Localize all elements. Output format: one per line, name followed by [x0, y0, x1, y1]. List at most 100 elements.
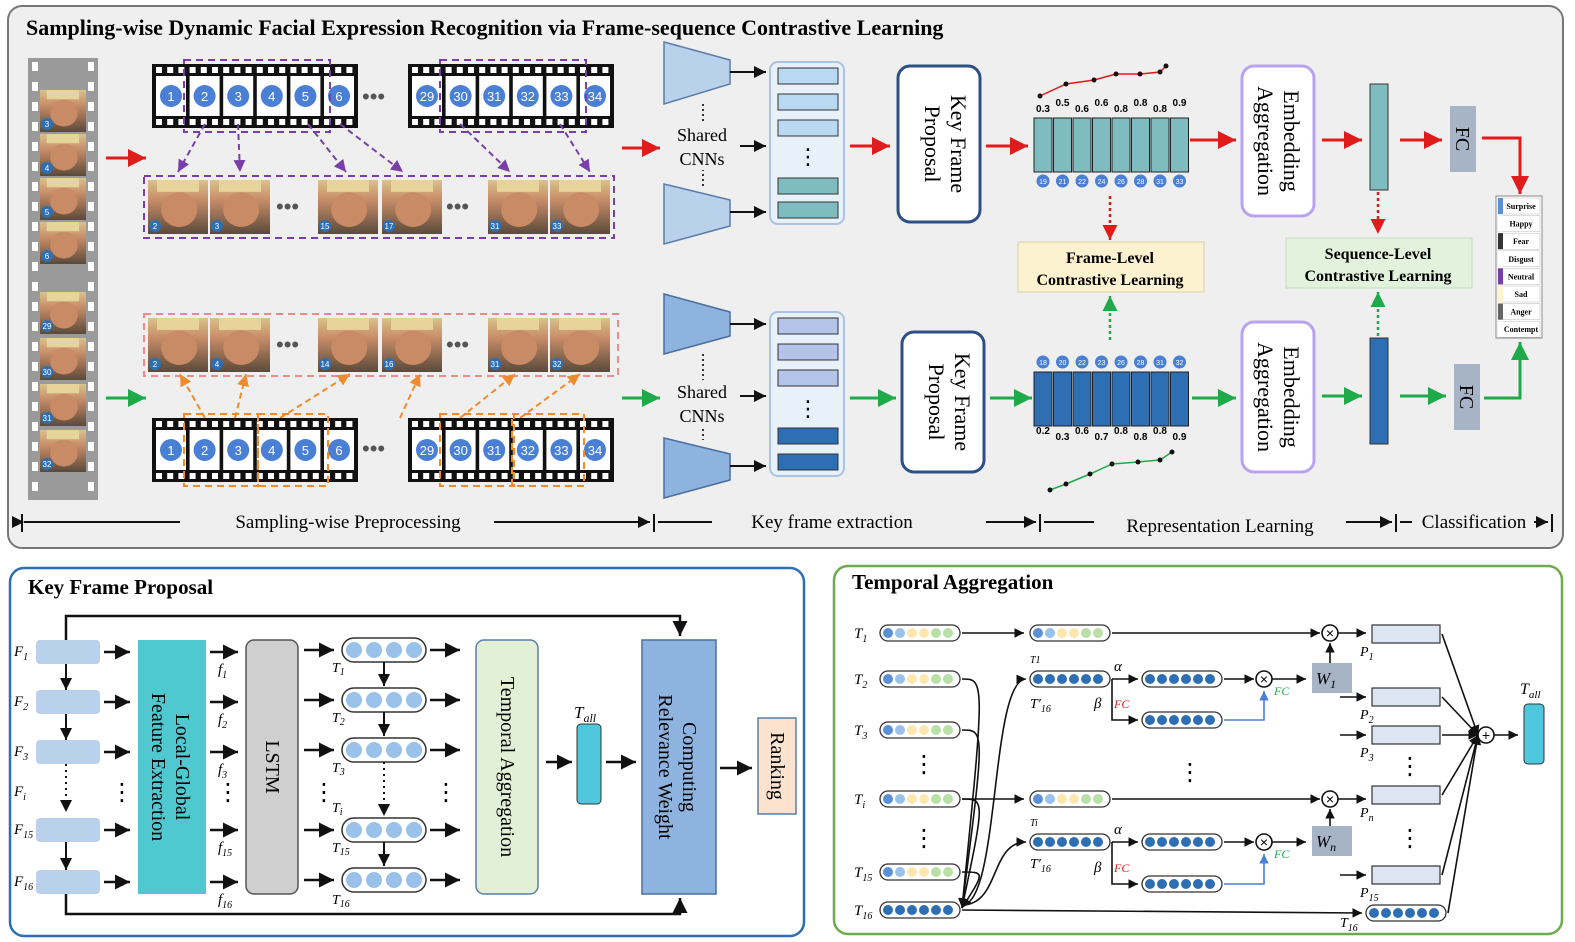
frame-number: 30 [453, 89, 467, 104]
frame-number: 5 [302, 443, 309, 458]
sampled-bottom-ellipsis-1: ••• [276, 332, 299, 357]
lstm-block: LSTM [245, 639, 299, 895]
key-frame-proposal-bottom[interactable]: Key FrameProposal [900, 330, 986, 474]
frame-number: 31 [487, 443, 501, 458]
svg-text:⋮: ⋮ [216, 779, 240, 806]
svg-text:3: 3 [215, 222, 220, 231]
key-frame-index: 28 [1137, 179, 1145, 186]
frame-number: 6 [335, 443, 342, 458]
shared-cnns-bot-l1: Shared [677, 382, 727, 402]
sequence-embedding-top [1369, 83, 1389, 191]
stage-keyframe: Key frame extraction [751, 512, 913, 533]
svg-text:Sequence-Level: Sequence-Level [1325, 246, 1432, 263]
filmstrip-frame: 30 [40, 338, 86, 380]
svg-text:⋮: ⋮ [110, 779, 134, 806]
svg-text:31: 31 [43, 414, 52, 423]
svg-text:Contrastive Learning: Contrastive Learning [1036, 272, 1183, 289]
svg-text:FC: FC [1451, 127, 1473, 151]
main-title: Sampling-wise Dynamic Facial Expression … [26, 15, 943, 40]
ta-mid-label: Ti [1030, 818, 1038, 829]
key-frame-score: 0.3 [1036, 104, 1050, 115]
svg-text:+: + [1482, 727, 1490, 743]
key-frame-index: 22 [1078, 179, 1086, 186]
emotion-label: Neutral [1508, 272, 1535, 281]
key-frame-index: 18 [1039, 360, 1047, 367]
svg-text:⋮: ⋮ [434, 779, 458, 806]
key-frame-index: 32 [1176, 360, 1184, 367]
svg-text:32: 32 [553, 360, 562, 369]
svg-text:29: 29 [43, 322, 52, 331]
emotion-label: Fear [1513, 237, 1529, 246]
top-ellipsis: ••• [362, 84, 385, 109]
frame-number: 34 [588, 443, 602, 458]
emotion-label: Anger [1510, 308, 1532, 317]
svg-text:Key FrameProposal: Key FrameProposal [920, 95, 971, 193]
svg-text:EmbeddingAggregation: EmbeddingAggregation [1253, 86, 1304, 196]
shared-cnn-top [663, 41, 731, 245]
filmstrip-frame: 5 [40, 178, 86, 220]
feature-stack-bottom: ⋮ [769, 311, 845, 477]
sampled-frame-top: 3 [210, 180, 270, 234]
filmstrip-frame: 32 [40, 430, 86, 472]
svg-text:4: 4 [215, 360, 220, 369]
emotion-label: Contempt [1504, 325, 1539, 334]
key-frame-score: 0.8 [1134, 432, 1148, 443]
sampled-frame-bottom: 31 [488, 318, 548, 372]
key-frame-score: 0.8 [1153, 104, 1167, 115]
filmstrip-frame: 3 [40, 90, 86, 132]
frame-number: 3 [235, 89, 242, 104]
ta-alpha: α [1114, 659, 1123, 675]
shared-cnns-top-l2: CNNs [679, 149, 724, 169]
frame-number: 3 [235, 443, 242, 458]
sampled-top-ellipsis-1: ••• [276, 194, 299, 219]
stage-classification: Classification [1422, 512, 1527, 533]
local-global-feature-extraction: Local-GlobalFeature Extraction [138, 640, 206, 894]
ta-alpha: α [1114, 822, 1123, 838]
frame-number: 2 [201, 443, 208, 458]
kfp-t-label: Ti [332, 801, 343, 818]
frame-number: 33 [554, 89, 568, 104]
svg-text:Contrastive Learning: Contrastive Learning [1304, 268, 1451, 285]
key-frame-proposal-top[interactable]: Key FrameProposal [896, 64, 982, 224]
svg-text:FC: FC [1455, 385, 1477, 409]
svg-text:LSTM: LSTM [261, 740, 283, 794]
svg-text:31: 31 [491, 360, 500, 369]
ta-panel [832, 564, 1564, 936]
sequence-level-contrastive-learning: Sequence-Level Contrastive Learning [1285, 237, 1473, 289]
key-frame-score: 0.8 [1114, 426, 1128, 437]
filmstrip-frame: 4 [40, 134, 86, 176]
frame-number: 4 [268, 443, 275, 458]
computing-relevance-weight: ComputingRelevance Weight [641, 639, 717, 895]
sampled-frame-bottom: 4 [210, 318, 270, 372]
ta-t-label: Ti [854, 792, 865, 811]
frame-number: 2 [201, 89, 208, 104]
sampled-bottom-ellipsis-2: ••• [446, 332, 469, 357]
sampled-frame-top: 17 [382, 180, 442, 234]
key-frame-score: 0.6 [1075, 104, 1089, 115]
embedding-aggregation-bottom[interactable]: EmbeddingAggregation [1240, 320, 1316, 474]
frame-number: 29 [420, 443, 434, 458]
embedding-aggregation-top[interactable]: EmbeddingAggregation [1240, 64, 1316, 218]
key-frame-index: 26 [1117, 179, 1125, 186]
svg-text:4: 4 [45, 164, 50, 173]
key-frame-index: 20 [1059, 360, 1067, 367]
key-frame-score: 0.9 [1173, 432, 1187, 443]
ta-panel-title: Temporal Aggregation [852, 570, 1054, 594]
svg-text:33: 33 [553, 222, 562, 231]
svg-text:Local-GlobalFeature Extraction: Local-GlobalFeature Extraction [147, 693, 193, 841]
key-frame-score: 0.8 [1134, 98, 1148, 109]
key-frame-score: 0.6 [1075, 426, 1089, 437]
key-frame-index: 21 [1059, 179, 1067, 186]
svg-text:×: × [1260, 671, 1268, 687]
emotion-label: Disgust [1508, 255, 1534, 264]
frame-number: 34 [588, 89, 602, 104]
key-frame-score: 0.8 [1153, 426, 1167, 437]
emotion-label: Happy [1509, 220, 1532, 229]
svg-text:⋮: ⋮ [912, 751, 936, 778]
